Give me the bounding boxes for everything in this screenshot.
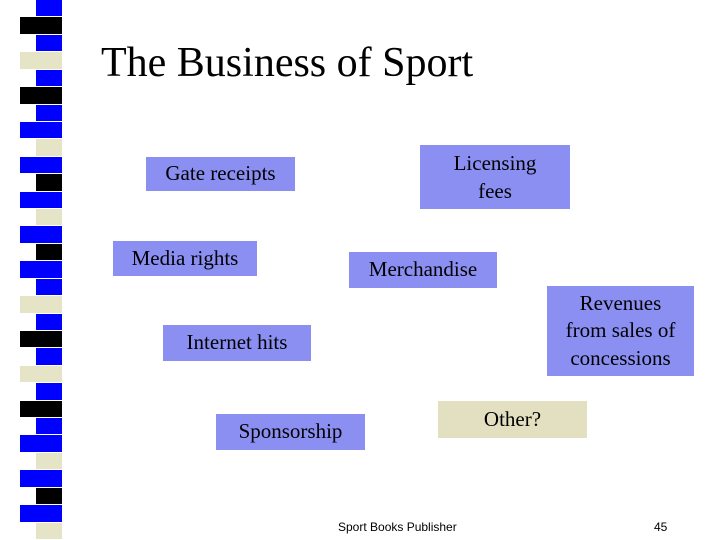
strip-segment [20,505,62,522]
strip-segment [36,243,62,261]
strip-segment [20,226,62,243]
strip-segment [36,418,62,435]
strip-segment [36,522,62,539]
strip-segment [20,435,62,452]
strip-segment [36,104,62,121]
box-internet-hits: Internet hits [163,325,311,361]
box-gate-receipts: Gate receipts [146,157,295,191]
strip-segment [20,87,62,104]
strip-segment [20,156,62,174]
strip-segment [36,174,62,191]
box-other: Other? [438,401,587,438]
strip-segment [20,470,62,487]
box-media-rights: Media rights [113,241,257,276]
strip-segment [20,261,62,278]
strip-segment [20,191,62,209]
strip-segment [36,313,62,330]
box-concessions: Revenues from sales of concessions [547,286,694,376]
box-sponsorship: Sponsorship [216,414,365,450]
strip-segment [36,0,62,17]
strip-segment [36,452,62,470]
strip-segment [20,330,62,348]
box-licensing-fees: Licensing fees [420,145,570,209]
strip-segment [20,52,62,69]
strip-segment [36,348,62,365]
strip-segment [36,278,62,296]
strip-segment [20,400,62,418]
strip-segment [36,69,62,87]
decorative-left-strip [0,0,64,540]
footer-publisher: Sport Books Publisher [338,520,457,534]
strip-segment [20,365,62,383]
strip-segment [36,139,62,156]
strip-segment [20,17,62,34]
strip-segment [36,383,62,400]
box-merchandise: Merchandise [349,252,497,288]
slide-title: The Business of Sport [101,40,474,86]
strip-segment [20,121,62,139]
strip-segment [36,487,62,505]
page-number: 45 [654,520,668,534]
strip-segment [20,296,62,313]
strip-segment [36,209,62,226]
strip-segment [36,34,62,52]
